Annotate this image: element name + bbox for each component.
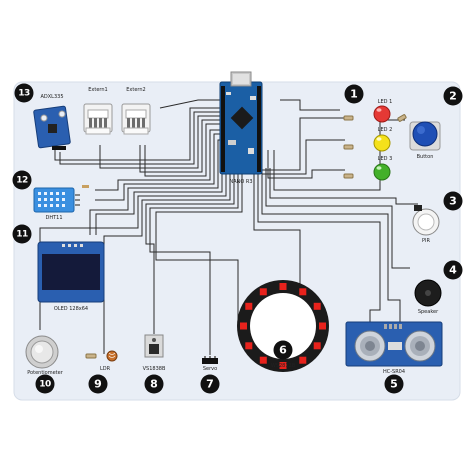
ir-receiver-label: VS1838B [142,366,166,372]
ring-led [259,288,267,296]
ring-led [245,302,253,310]
ring-led [245,342,253,350]
led-green [343,163,391,181]
pir-sensor [412,205,440,236]
badge-11: 11 [12,224,32,244]
speaker-buzzer [414,279,442,307]
ring-led [240,322,247,330]
badge-2: 2 [443,86,463,106]
adxl335-accelerometer [33,105,71,150]
badge-10: 10 [35,374,55,394]
push-button-module [397,114,441,151]
badge-1: 1 [344,84,364,104]
circuit-traces [39,99,418,355]
ring-led [299,288,307,296]
hc-sr04-ultrasonic [345,321,443,367]
oled-label: OLED 128x64 [53,306,89,312]
dht11-label: DHT11 [45,215,63,221]
ring-led [299,356,307,364]
badge-4: 4 [443,260,463,280]
ring-led [313,342,321,350]
extern2-label: Extern2 [126,87,146,93]
badge-5: 5 [384,374,404,394]
button-label: Button [416,154,434,160]
servo-connector [202,356,218,364]
ring-led [279,362,287,369]
badge-7: 7 [200,374,220,394]
badge-12: 12 [12,170,32,190]
speaker-label: Speaker [417,309,439,315]
ring-label: WS2812B [270,363,296,369]
badge-6: 6 [273,340,293,360]
ring-led [279,283,287,290]
led1-label: LED 1 [377,99,393,105]
ring-led [259,356,267,364]
led-yellow [343,134,391,152]
ir-receiver-module [144,334,164,358]
arduino-nano-board [219,71,263,175]
ring-led [313,302,321,310]
badge-8: 8 [144,374,164,394]
badge-9: 9 [88,374,108,394]
pir-label: PIR [422,238,430,244]
extern1-label: Extern1 [88,87,108,93]
adxl335-label: ADXL335 [40,94,64,100]
potentiometer-knob [25,335,59,369]
extern1-connector [83,103,113,135]
potentiometer-label: Potentiometer [27,370,63,376]
ldr-label: LDR [99,366,111,372]
extern2-connector [121,103,151,135]
ws2812b-led-ring [237,280,329,372]
servo-label: Servo [202,366,218,372]
oled-display-module [37,241,105,303]
ldr-sensor [85,350,118,362]
led-red [343,105,391,123]
led3-label: LED 3 [377,156,393,162]
ring-led [319,322,326,330]
badge-3: 3 [443,191,463,211]
ultrasonic-label: HC-SR04 [382,369,406,375]
dht11-sensor [33,185,89,213]
led2-label: LED 2 [377,127,393,133]
nano-label: NANO R3 [229,179,253,185]
badge-13: 13 [14,83,34,103]
